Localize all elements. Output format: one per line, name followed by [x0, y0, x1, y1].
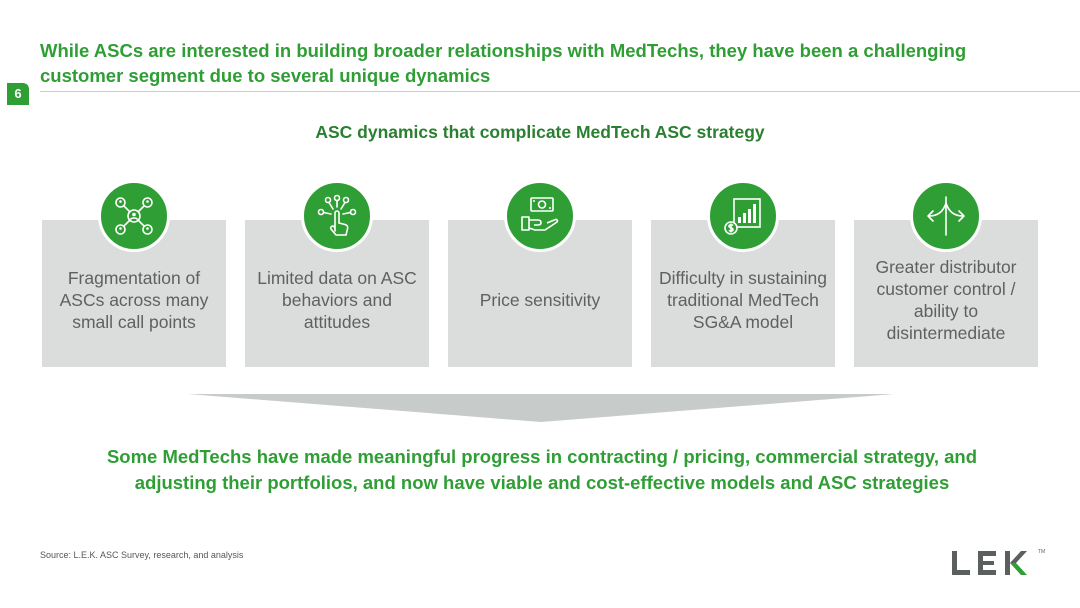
page-number-badge: 6 — [7, 83, 29, 105]
diverging-arrows-icon — [910, 180, 982, 252]
conclusion-text: Some MedTechs have made meaningful progr… — [106, 446, 978, 493]
network-people-icon — [98, 180, 170, 252]
card-text: Greater distributor customer control / a… — [875, 256, 1017, 343]
title-divider — [40, 91, 1080, 92]
dynamic-card-distributor-control: Greater distributor customer control / a… — [854, 220, 1038, 367]
card-text: Limited data on ASC behaviors and attitu… — [257, 267, 417, 332]
touch-data-icon — [301, 180, 373, 252]
dynamic-card-price-sensitivity: Price sensitivity — [448, 220, 632, 367]
card-text: Fragmentation of ASCs across many small … — [59, 267, 209, 332]
card-text: Price sensitivity — [479, 289, 601, 310]
section-subtitle: ASC dynamics that complicate MedTech ASC… — [315, 122, 765, 142]
page-title: While ASCs are interested in building br… — [40, 40, 967, 86]
source-note: Source: L.E.K. ASC Survey, research, and… — [40, 550, 244, 560]
lek-logo-mark — [952, 551, 1027, 575]
bar-chart-dollar-icon — [707, 180, 779, 252]
summary-arrow — [188, 394, 894, 422]
card-text: Difficulty in sustaining traditional Med… — [659, 267, 827, 332]
dynamic-card-limited-data: Limited data on ASC behaviors and attitu… — [245, 220, 429, 367]
lek-logo: TM — [950, 545, 1050, 581]
logo-tm: TM — [1038, 549, 1046, 555]
money-hand-icon — [504, 180, 576, 252]
